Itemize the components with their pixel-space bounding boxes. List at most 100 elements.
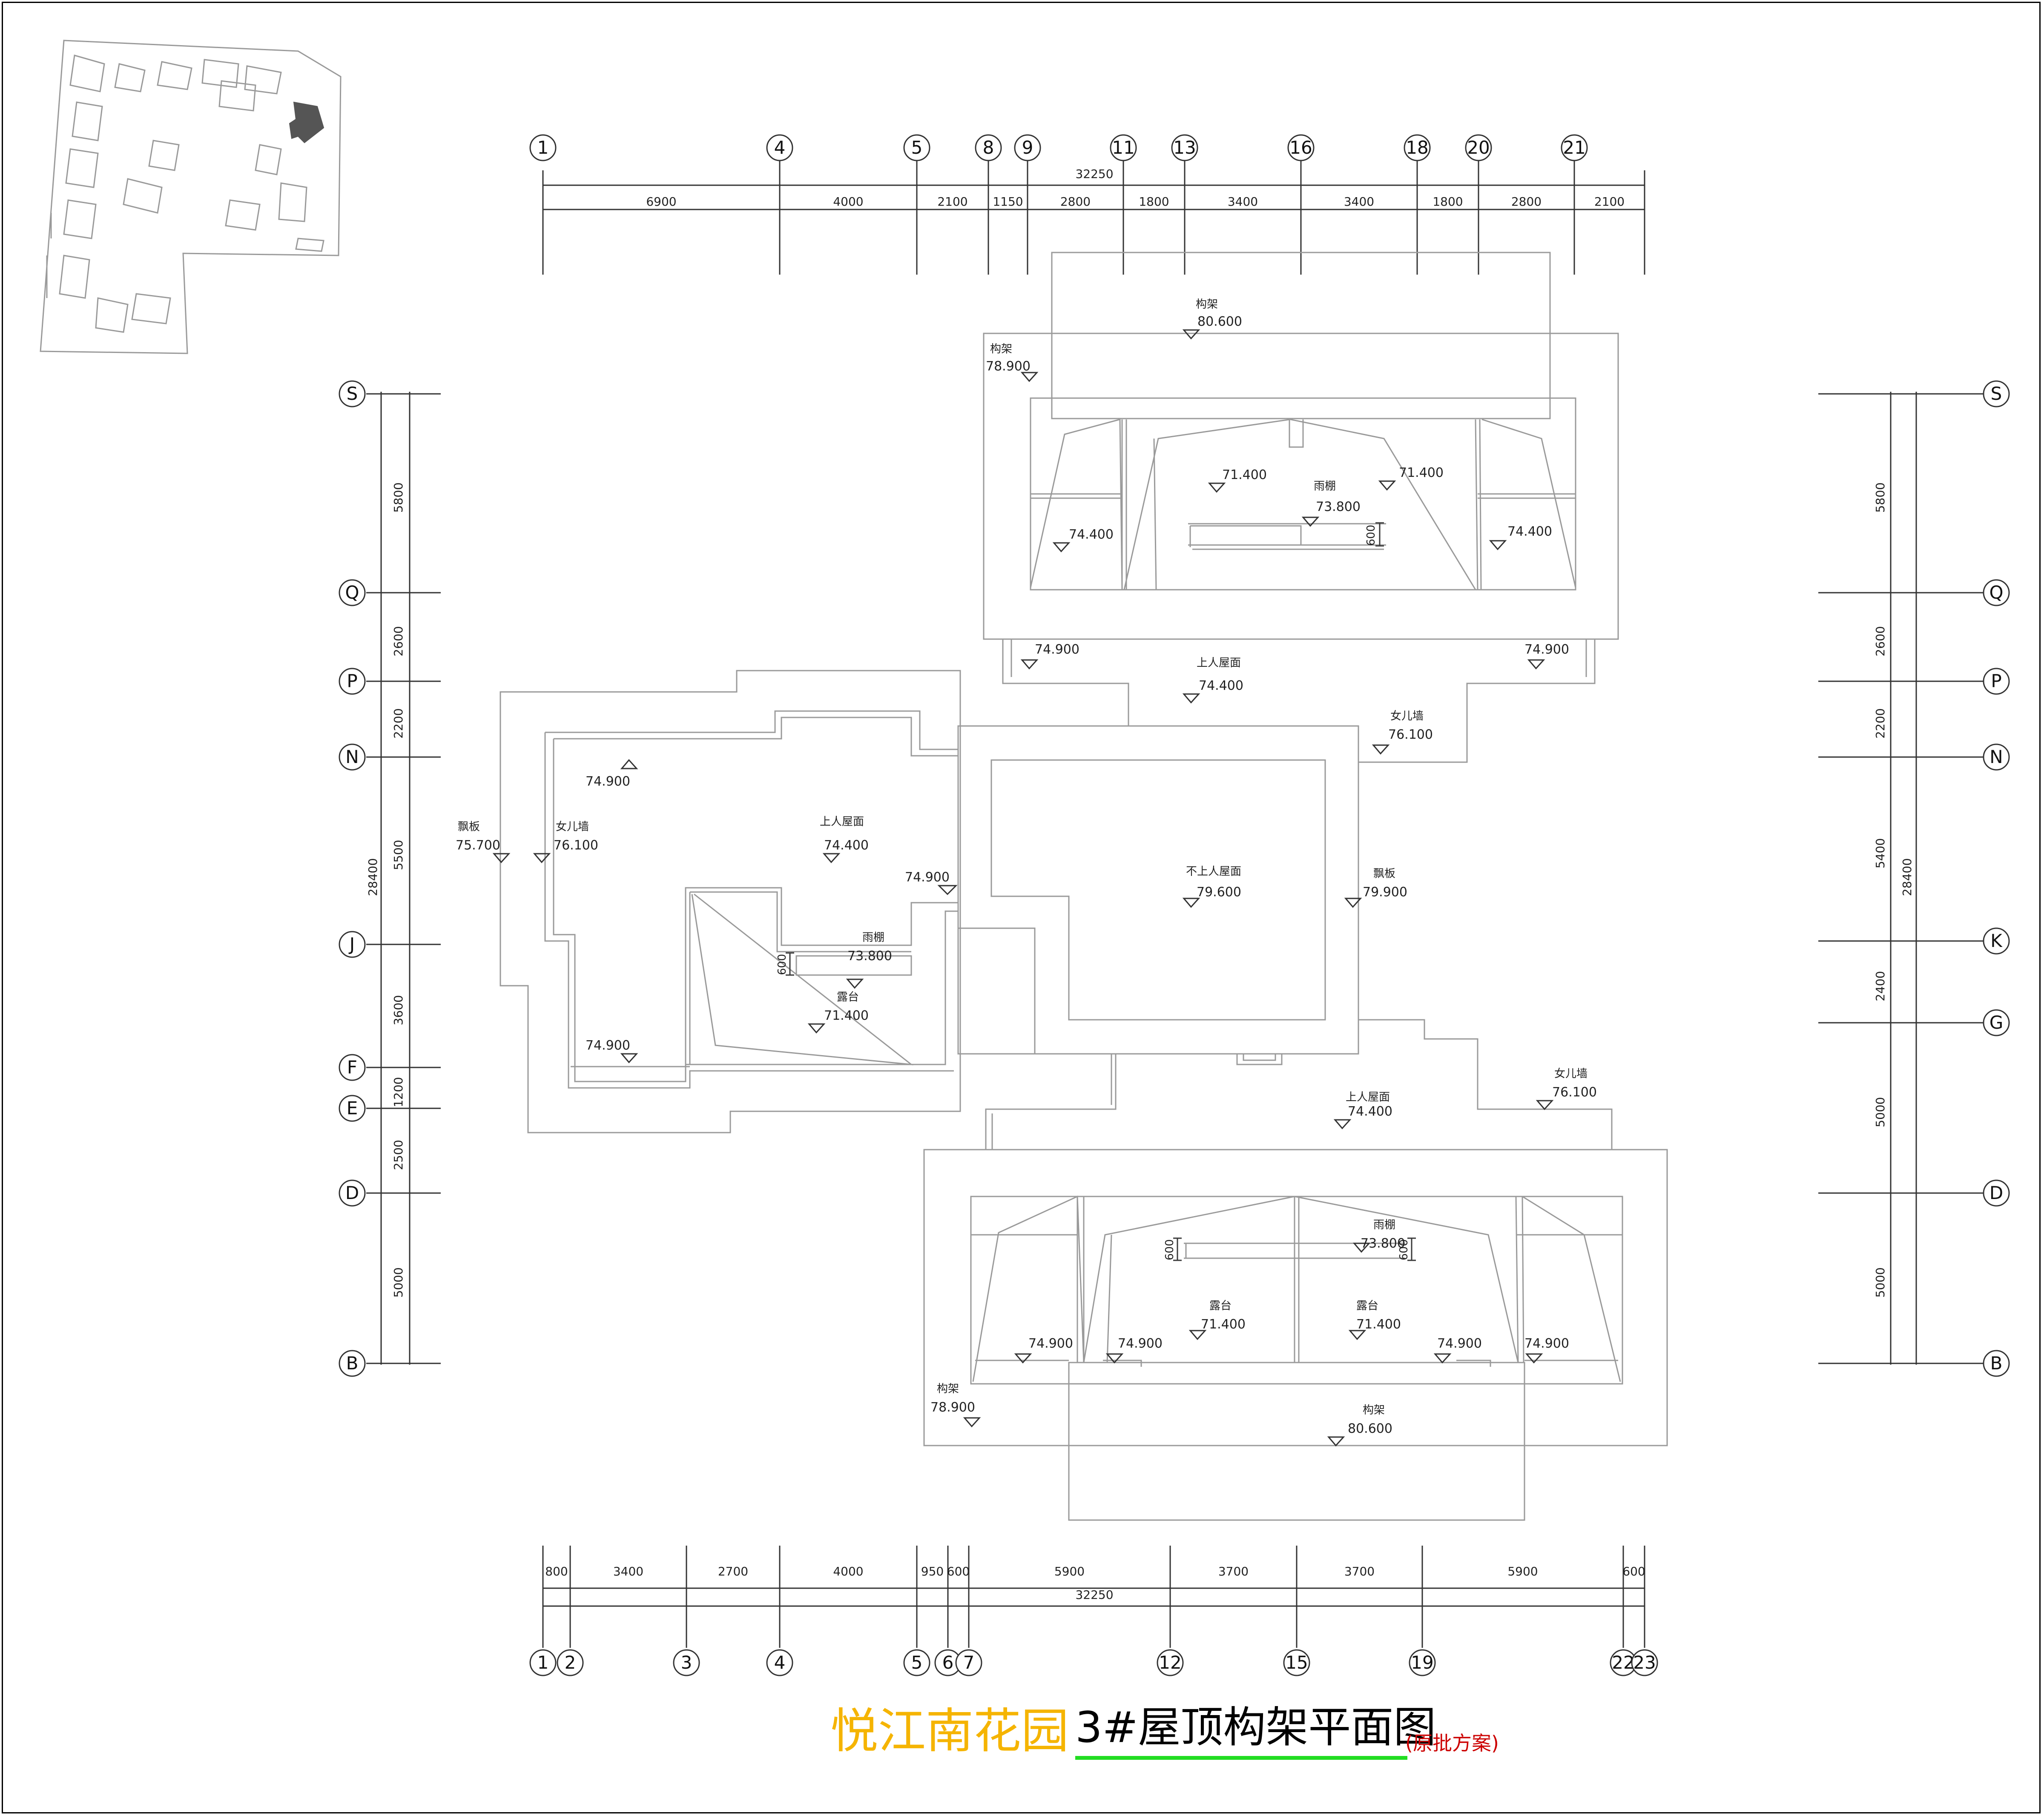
dim-top-7: 3400 <box>1344 195 1374 209</box>
label-canopy-bottom: 雨棚 <box>1373 1219 1395 1231</box>
axis-bubble-bottom-23: 23 <box>1631 1649 1658 1676</box>
axis-bubble-left-B: B <box>339 1350 366 1377</box>
dim-top-total: 32250 <box>1075 167 1113 181</box>
axis-bubble-top-8: 8 <box>975 134 1002 161</box>
svg-text:Q: Q <box>1989 582 2003 603</box>
svg-text:4: 4 <box>774 137 786 158</box>
dim-left-6: 2500 <box>391 1140 405 1170</box>
label-terrace-bottom-2-elev: 71.400 <box>1356 1317 1401 1332</box>
label-frame-top-elev: 80.600 <box>1197 314 1242 329</box>
dim-right-4: 2400 <box>1873 971 1887 1001</box>
axis-bubble-right-B: B <box>1983 1350 2010 1377</box>
annotation-texts: 构架 80.600 构架 78.900 71.400 雨棚 73.800 71.… <box>456 298 1597 1436</box>
building-lower-block <box>923 1149 1668 1521</box>
dim-left-7: 5000 <box>391 1267 405 1297</box>
site-key-map <box>40 40 342 354</box>
elevation-markers <box>492 329 1554 1447</box>
label-canopy-board-1-elev: 75.700 <box>456 838 500 853</box>
svg-text:S: S <box>347 383 358 404</box>
label-parapet-2-elev: 76.100 <box>554 838 598 853</box>
dim-bottom-7: 3700 <box>1218 1564 1249 1578</box>
label-canopy-top: 雨棚 <box>1314 480 1336 493</box>
label-parapet-3-elev: 76.100 <box>1552 1085 1597 1100</box>
svg-text:16: 16 <box>1289 137 1312 158</box>
axis-bubble-right-Q: Q <box>1983 579 2010 606</box>
axis-bubble-top-18: 18 <box>1404 134 1431 161</box>
drawing-name: 3#屋顶构架平面图 <box>1075 1702 1436 1752</box>
dim-left-1: 2600 <box>391 626 405 656</box>
dim-bottom-0: 800 <box>545 1564 568 1578</box>
label-frame-tl: 构架 <box>990 343 1012 356</box>
label-canopy-west: 雨棚 <box>862 931 884 944</box>
label-canopy-bottom-elev: 73.800 <box>1361 1236 1405 1251</box>
svg-text:1: 1 <box>537 1652 549 1673</box>
dim-top-1: 4000 <box>833 195 863 209</box>
dim-bottom-9: 5900 <box>1507 1564 1538 1578</box>
dim-bottom-8: 3700 <box>1344 1564 1375 1578</box>
dim-right-total: 28400 <box>1900 858 1914 896</box>
dim-bottom-total: 32250 <box>1075 1588 1113 1602</box>
dim-top-8: 1800 <box>1433 195 1463 209</box>
svg-text:4: 4 <box>774 1652 786 1673</box>
svg-text:2: 2 <box>565 1652 576 1673</box>
axis-bubble-right-N: N <box>1983 743 2010 771</box>
label-parapet-1-elev: 76.100 <box>1388 727 1433 742</box>
dim-bottom-5: 600 <box>947 1564 970 1578</box>
svg-text:3: 3 <box>681 1652 692 1673</box>
label-nonaccessible-roof-elev: 79.600 <box>1197 885 1241 900</box>
axis-bubble-left-N: N <box>339 743 366 771</box>
dim-top-0: 6900 <box>646 195 676 209</box>
axis-bubble-right-G: G <box>1983 1009 2010 1036</box>
svg-text:S: S <box>1991 383 2002 404</box>
svg-text:D: D <box>345 1182 359 1203</box>
svg-text:15: 15 <box>1285 1652 1308 1673</box>
svg-text:20: 20 <box>1467 137 1490 158</box>
bottom-axis-grid <box>542 1546 1645 1648</box>
axis-bubble-bottom-22: 22 <box>1610 1649 1637 1676</box>
building-center-block <box>957 725 1613 1150</box>
axis-bubble-bottom-12: 12 <box>1157 1649 1184 1676</box>
axis-bubble-bottom-1: 1 <box>529 1649 557 1676</box>
label-elev-714a: 71.400 <box>1222 468 1267 482</box>
dim-bottom-1: 3400 <box>613 1564 643 1578</box>
axis-bubble-top-1: 1 <box>529 134 557 161</box>
svg-text:12: 12 <box>1159 1652 1181 1673</box>
axis-bubble-bottom-5: 5 <box>903 1649 930 1676</box>
label-canopy-top-elev: 73.800 <box>1316 499 1361 514</box>
dim-left-5: 1200 <box>391 1077 405 1107</box>
label-nonaccessible-roof: 不上人屋面 <box>1186 865 1241 878</box>
label-elev-749-bottom-c: 74.900 <box>1437 1336 1482 1351</box>
axis-bubble-bottom-4: 4 <box>766 1649 793 1676</box>
axis-bubble-bottom-15: 15 <box>1283 1649 1310 1676</box>
label-600-bottom-a: 600 <box>1163 1239 1176 1260</box>
label-frame-bottom: 构架 <box>1363 1404 1385 1417</box>
top-axis-grid <box>542 158 1645 275</box>
dim-top-4: 2800 <box>1060 195 1091 209</box>
dim-right-3: 5400 <box>1873 838 1887 868</box>
svg-text:Q: Q <box>345 582 359 603</box>
label-canopy-board-2-elev: 79.900 <box>1363 885 1407 900</box>
dim-right-5: 5000 <box>1873 1097 1887 1127</box>
label-frame-bottom-elev: 80.600 <box>1348 1421 1392 1436</box>
label-frame-bottom-left: 构架 <box>937 1383 959 1395</box>
svg-text:K: K <box>1990 930 2003 951</box>
svg-text:19: 19 <box>1411 1652 1433 1673</box>
svg-text:18: 18 <box>1406 137 1428 158</box>
building-west-block <box>500 670 961 1133</box>
dim-top-5: 1800 <box>1139 195 1169 209</box>
left-axis-grid <box>366 392 441 1365</box>
label-frame-top: 构架 <box>1196 298 1218 311</box>
svg-text:P: P <box>347 671 357 691</box>
svg-text:F: F <box>347 1057 357 1078</box>
axis-bubble-bottom-19: 19 <box>1409 1649 1436 1676</box>
svg-text:5: 5 <box>911 137 923 158</box>
axis-bubble-top-5: 5 <box>903 134 930 161</box>
svg-text:B: B <box>1990 1353 2003 1374</box>
svg-text:G: G <box>1989 1012 2004 1033</box>
dim-right-6: 5000 <box>1873 1267 1887 1297</box>
title-note-wrap: (原批方案) <box>1405 1728 1499 1756</box>
dim-bottom-10: 600 <box>1622 1564 1645 1578</box>
axis-bubble-top-4: 4 <box>766 134 793 161</box>
label-elev-744a: 74.400 <box>1069 527 1114 542</box>
